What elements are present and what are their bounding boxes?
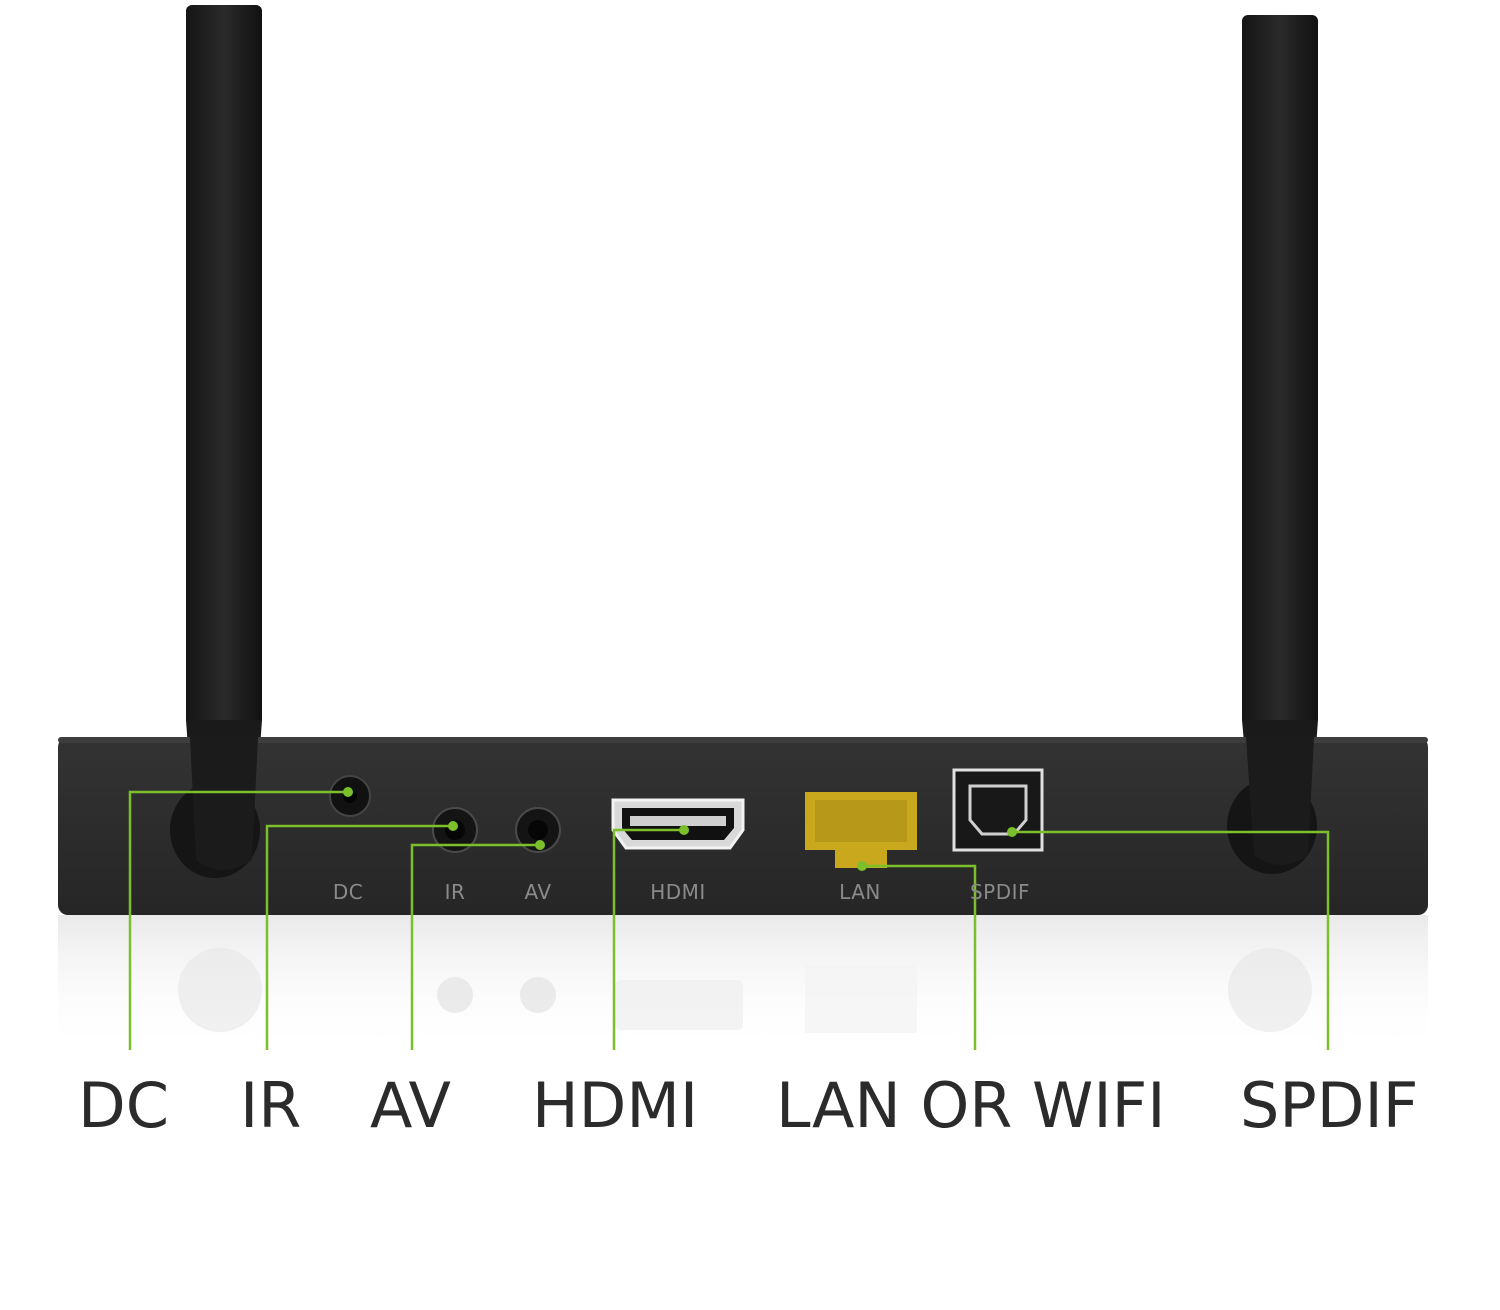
silk-spdif-label: SPDIF	[969, 880, 1031, 904]
callout-ir: IR	[240, 1069, 302, 1142]
lan-callout-line	[862, 864, 977, 1050]
callout-lines	[128, 790, 1330, 1050]
floor-reflection	[58, 915, 1428, 1055]
hdmi-port	[611, 798, 745, 850]
hdmi-callout-line	[612, 828, 684, 1050]
callout-lan-or-wifi: LAN OR WIFI	[776, 1069, 1166, 1142]
callout-av: AV	[370, 1069, 451, 1142]
dc-callout-line	[128, 790, 348, 1050]
spdif-port	[952, 768, 1044, 852]
callout-spdif: SPDIF	[1240, 1069, 1419, 1142]
ir-callout-line	[265, 824, 453, 1050]
silk-lan-label: LAN	[839, 880, 881, 904]
spdif-callout-line	[1012, 830, 1330, 1050]
lan-port	[805, 792, 917, 868]
silk-ir-label: IR	[444, 880, 466, 904]
callout-hdmi: HDMI	[532, 1069, 699, 1142]
silk-hdmi-label: HDMI	[650, 880, 706, 904]
av-callout-line	[410, 843, 540, 1050]
av-port	[515, 807, 561, 853]
callout-dots	[343, 787, 1017, 871]
silk-dc-label: DC	[332, 880, 364, 904]
silk-av-label: AV	[524, 880, 552, 904]
callout-dc: DC	[78, 1069, 170, 1142]
